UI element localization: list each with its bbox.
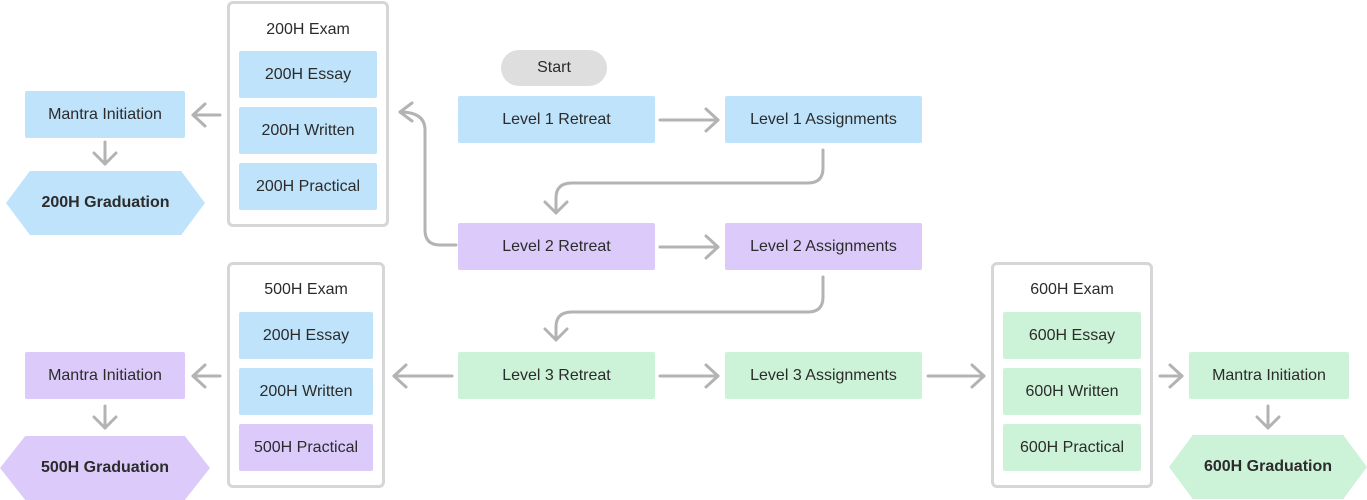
level2-assignments: Level 2 Assignments xyxy=(725,223,922,270)
mantra-initiation-500h: Mantra Initiation xyxy=(25,352,185,399)
level1-assignments: Level 1 Assignments xyxy=(725,96,922,143)
exam-600h-title: 600H Exam xyxy=(1030,281,1114,298)
arrow-600h-mantra-to-graduation xyxy=(1255,404,1281,430)
graduation-200h: 200H Graduation xyxy=(6,171,205,235)
arrow-600h-exam-to-mantra xyxy=(1158,363,1184,389)
level3-retreat: Level 3 Retreat xyxy=(458,352,655,399)
arrow-l3-retreat-to-500h-exam xyxy=(392,363,454,389)
start-node: Start xyxy=(501,50,607,86)
exam-200h-practical: 200H Practical xyxy=(239,163,377,210)
arrow-l2-retreat-to-200h-exam xyxy=(398,101,458,247)
exam-500h-title: 500H Exam xyxy=(264,281,348,298)
level1-retreat: Level 1 Retreat xyxy=(458,96,655,143)
exam-500h-practical: 500H Practical xyxy=(239,424,373,471)
arrow-500h-mantra-to-graduation xyxy=(92,404,118,430)
graduation-500h: 500H Graduation xyxy=(0,436,210,500)
arrow-l3-retreat-to-assignments xyxy=(658,363,720,389)
level2-retreat: Level 2 Retreat xyxy=(458,223,655,270)
exam-500h-essay: 200H Essay xyxy=(239,312,373,359)
exam-600h-practical: 600H Practical xyxy=(1003,424,1141,471)
exam-500h-written: 200H Written xyxy=(239,368,373,415)
arrow-200h-exam-to-mantra xyxy=(191,102,222,128)
arrow-500h-exam-to-mantra xyxy=(191,363,222,389)
mantra-initiation-200h: Mantra Initiation xyxy=(25,91,185,138)
arrow-l3-assignments-to-600h-exam xyxy=(926,363,986,389)
exam-600h-group: 600H Exam 600H Essay 600H Written 600H P… xyxy=(991,262,1153,488)
exam-600h-written: 600H Written xyxy=(1003,368,1141,415)
mantra-initiation-600h: Mantra Initiation xyxy=(1189,352,1349,399)
arrow-200h-mantra-to-graduation xyxy=(92,140,118,166)
arrow-l1-retreat-to-assignments xyxy=(658,107,720,133)
exam-200h-written: 200H Written xyxy=(239,107,377,154)
graduation-600h: 600H Graduation xyxy=(1169,435,1367,499)
arrow-l1-assignments-to-l2-retreat xyxy=(543,148,825,215)
level3-assignments: Level 3 Assignments xyxy=(725,352,922,399)
exam-500h-group: 500H Exam 200H Essay 200H Written 500H P… xyxy=(227,262,385,488)
exam-200h-group: 200H Exam 200H Essay 200H Written 200H P… xyxy=(227,1,389,227)
exam-600h-essay: 600H Essay xyxy=(1003,312,1141,359)
exam-200h-essay: 200H Essay xyxy=(239,51,377,98)
arrow-l2-retreat-to-assignments xyxy=(658,234,720,260)
exam-200h-title: 200H Exam xyxy=(266,21,350,38)
arrow-l2-assignments-to-l3-retreat xyxy=(543,275,825,342)
